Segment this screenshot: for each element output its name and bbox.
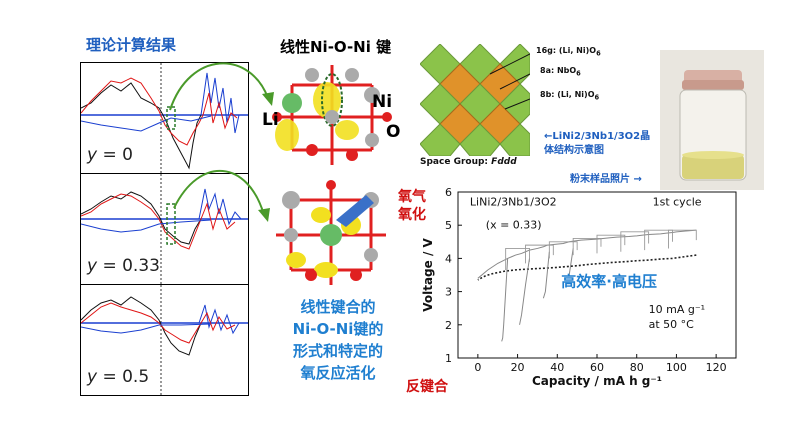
x-tick-label: 60 [590,361,604,374]
compound-label: LiNi2/3Nb1/3O2 [470,195,557,208]
dos-label-1: y = 0 [87,145,133,165]
x-tick-label: 40 [550,361,564,374]
dos-plot-1 [80,63,248,173]
highlight-label: 高效率·高电压 [561,273,657,291]
dos-label-2: y = 0.33 [87,256,160,276]
step-profile-6 [644,229,673,251]
sample-photo [660,50,764,190]
x-tick-label: 80 [630,361,644,374]
arrow-head-1 [262,92,274,106]
x-value-label: (x = 0.33) [486,219,542,232]
temperature-label: at 50 °C [649,318,695,331]
dos-panel-1: y = 0 [80,62,249,174]
dos-title: 理论计算结果 [86,36,177,54]
y-tick-label: 3 [445,286,452,299]
oxidation-label: 氧气 氧化 [398,189,426,223]
step-profile-4 [596,234,626,254]
y-tick-label: 6 [445,186,452,199]
x-tick-label: 20 [511,361,525,374]
bond-structure-1 [272,65,392,165]
atom-label-li: Li [262,110,279,130]
rate-label: 10 mA g⁻¹ [649,303,705,316]
crystal-structure-image [420,44,530,156]
bond-structure-2 [276,180,386,285]
y-tick-label: 1 [445,352,452,365]
step-profile-7 [668,229,697,249]
site-16g-label: 16g: (Li, Ni)O6 [536,46,601,58]
antibonding-label: 反键合 [406,379,448,395]
site-8a-label: 8a: NbO6 [540,66,581,78]
bond-description: 线性键合的 Ni-O-Ni键的 形式和特定的 氧反应活化 [292,298,384,382]
crystal-description: ←LiNi2/3Nb1/3O2晶 体结构示意图 [544,131,651,156]
arrow-head-2 [258,208,270,222]
y-axis-label: Voltage / V [421,238,435,312]
dos-plot-3 [80,285,248,395]
dos-plot-2 [80,174,248,284]
series-line-0 [477,229,697,279]
x-tick-label: 120 [706,361,727,374]
bond-title: 线性Ni-O-Ni 键 [280,38,392,56]
series-line-3 [519,258,530,325]
step-profile-5 [620,231,650,252]
dos-panel-2: y = 0.33 [80,173,249,285]
series-line-2 [501,258,509,342]
series-line-5 [568,248,574,276]
step-profile-2 [548,241,578,259]
dos-panel-3: y = 0.5 [80,284,249,396]
dos-label-3: y = 0.5 [87,367,150,387]
step-profile-0 [505,247,530,271]
series-line-4 [542,251,550,299]
y-tick-label: 5 [445,219,452,232]
step-profile-1 [525,244,554,264]
atom-label-o: O [386,122,401,142]
site-8b-label: 8b: (Li, Ni)O6 [540,90,600,102]
photo-label: 粉末样品照片 → [570,174,642,185]
space-group-label: Space Group: Fddd [420,157,517,167]
cycle-label: 1st cycle [653,195,702,208]
x-tick-label: 100 [666,361,687,374]
oxidation-arrow-icon [336,195,374,227]
connector-arrows [169,62,274,222]
y-tick-label: 2 [445,319,452,332]
atom-label-ni: Ni [372,92,393,112]
step-profile-3 [572,238,602,256]
x-tick-label: 0 [474,361,481,374]
x-axis-label: Capacity / mA h g⁻¹ [532,374,662,388]
y-tick-label: 4 [445,252,452,265]
